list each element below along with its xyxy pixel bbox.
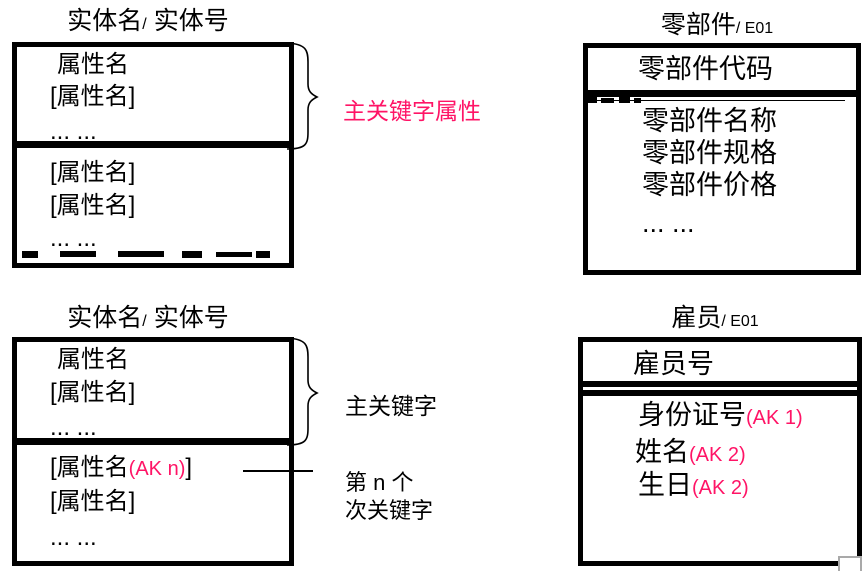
entity-top-box: 属性名 [属性名] ... ... [属性名] [属性名] ... ...: [12, 42, 294, 268]
attribute-row: [属性名]: [50, 379, 136, 406]
parts-title-id: / E01: [735, 20, 774, 37]
entity-bottom-title-separator: /: [142, 313, 147, 330]
section-divider: [17, 141, 289, 148]
selection-handle-artifact: [838, 556, 862, 571]
entity-top-title-separator: /: [142, 16, 147, 33]
employee-title: 雇员/ E01: [578, 304, 852, 333]
employee-title-name: 雇员: [671, 304, 722, 332]
ellipsis-row: ... ...: [50, 524, 97, 551]
entity-bottom-title: 实体名/ 实体号: [12, 304, 284, 333]
key-attribute-row: 零部件代码: [638, 54, 773, 84]
entity-top-title-name: 实体名: [67, 7, 143, 35]
ellipsis-row: ... ...: [642, 208, 695, 238]
nth-key-label-line1: 第 n 个: [345, 470, 414, 495]
attribute-row: 零部件规格: [642, 138, 777, 168]
attribute-row: [属性名]: [50, 488, 136, 515]
entity-bottom-title-name: 实体名: [67, 304, 143, 332]
nth-key-label-line2: 次关键字: [345, 498, 434, 523]
primary-key-label: 主关键字: [345, 393, 437, 419]
primary-key-attr-label: 主关键字属性: [343, 98, 481, 124]
entity-bottom-title-number: 实体号: [153, 304, 229, 332]
parts-box: 零部件代码 零部件名称 零部件规格 零部件价格 ... ...: [583, 43, 861, 275]
whiteout-artifact: [256, 251, 270, 258]
attribute-name: 生日: [638, 470, 692, 500]
whiteout-artifact: [60, 251, 96, 257]
ellipsis-row: ... ...: [50, 118, 97, 145]
whiteout-artifact: [216, 252, 252, 257]
section-divider: [17, 438, 289, 445]
curly-brace-icon: [284, 40, 320, 152]
ellipsis-row: ... ...: [50, 414, 97, 441]
attribute-row: 属性名: [57, 346, 129, 373]
ak-marker: (AK 1): [746, 407, 803, 429]
attribute-row: 属性名: [57, 51, 129, 78]
employee-title-id: / E01: [721, 313, 759, 330]
section-divider: [583, 390, 857, 396]
alternate-key-row: 姓名(AK 2): [635, 437, 746, 468]
attribute-name: 身份证号: [638, 400, 746, 430]
curly-brace-icon: [284, 335, 320, 448]
section-divider: [588, 90, 856, 97]
pointer-line: [243, 470, 313, 472]
parts-title-name: 零部件: [660, 11, 736, 39]
ak-marker: (AK 2): [689, 444, 746, 466]
parts-title: 零部件/ E01: [583, 11, 851, 40]
ak-row-prefix: [属性名: [50, 454, 129, 481]
whiteout-artifact: [118, 251, 164, 257]
whiteout-artifact: [182, 251, 202, 258]
attribute-row: [属性名]: [50, 192, 136, 219]
attribute-row: 零部件价格: [642, 170, 777, 200]
attribute-row: [属性名]: [50, 83, 136, 110]
alternate-key-row: 身份证号(AK 1): [638, 400, 803, 431]
ellipsis-row: ... ...: [50, 225, 97, 252]
attribute-row: 零部件名称: [642, 106, 777, 136]
alternate-key-row: 生日(AK 2): [638, 470, 749, 501]
ak-row-suffix: ]: [185, 454, 193, 481]
ak-marker: (AK 2): [692, 477, 749, 499]
entity-top-title-number: 实体号: [153, 7, 229, 35]
entity-bottom-box: 属性名 [属性名] ... ... [属性名(AK n)] [属性名] ... …: [12, 337, 294, 566]
employee-box: 雇员号 身份证号(AK 1) 姓名(AK 2) 生日(AK 2): [578, 337, 862, 566]
attribute-row: [属性名]: [50, 159, 136, 186]
whiteout-artifact: [22, 251, 38, 258]
section-divider: [583, 381, 857, 387]
key-attribute-row: 雇员号: [633, 349, 714, 379]
entity-top-title: 实体名/ 实体号: [12, 7, 284, 36]
attribute-name: 姓名: [635, 437, 689, 467]
alternate-key-row: [属性名(AK n)]: [50, 454, 192, 482]
whiteout-artifact: [592, 100, 845, 101]
ak-marker: (AK n): [128, 458, 186, 480]
